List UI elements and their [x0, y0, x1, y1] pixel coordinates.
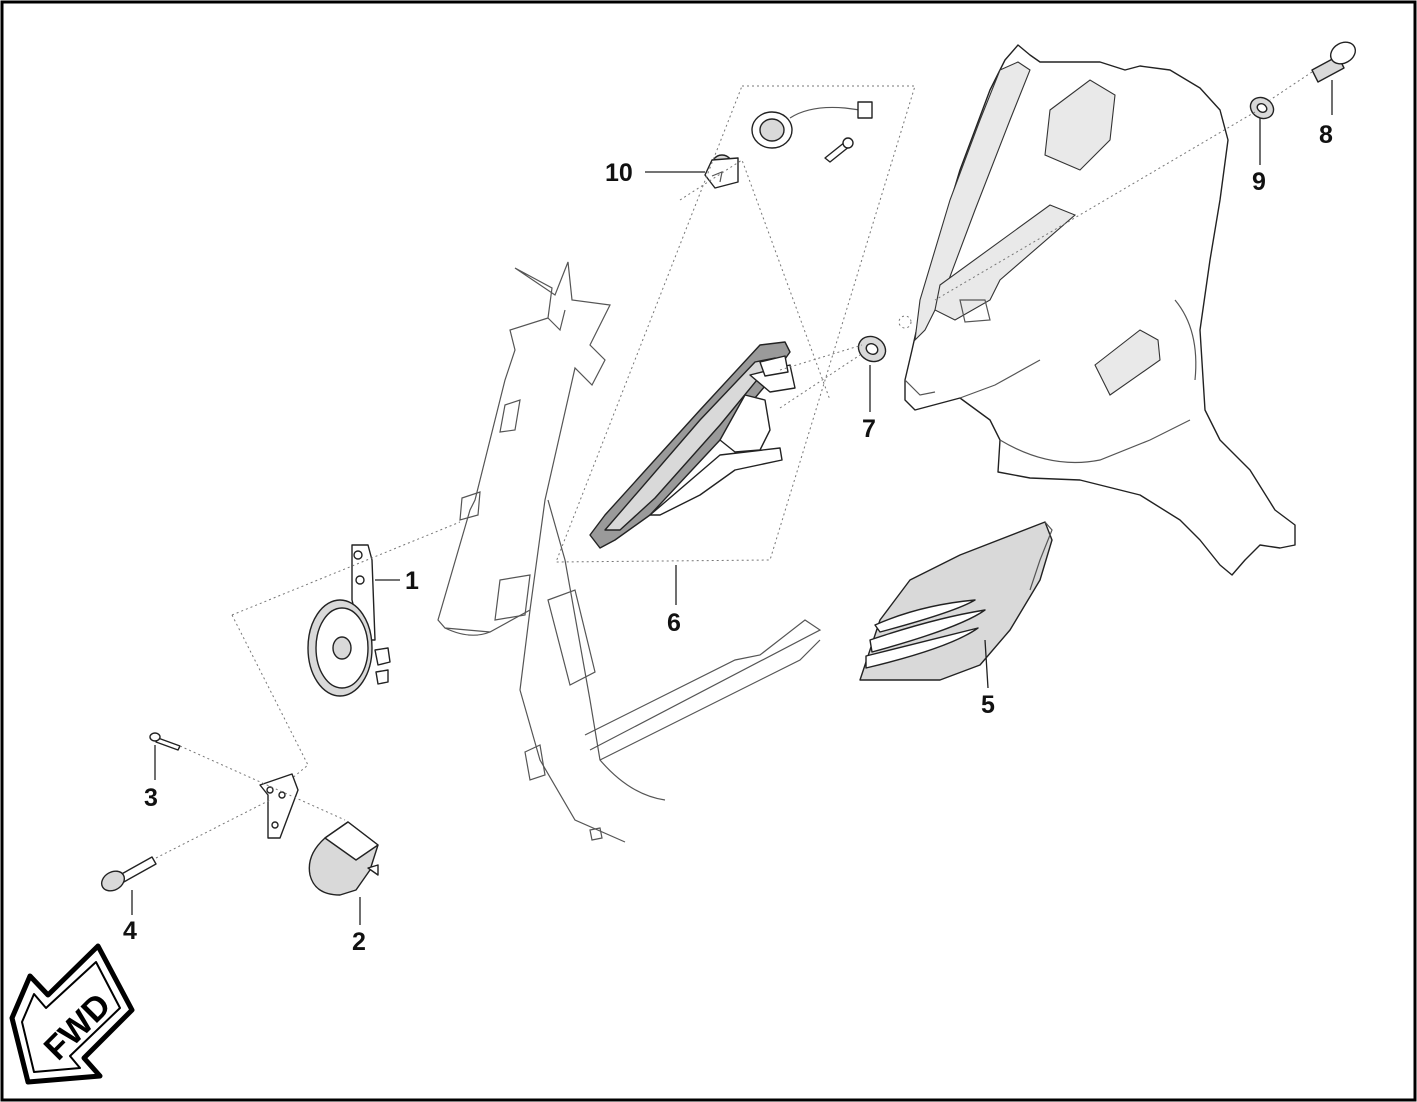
assembly-line-top-bolt — [934, 71, 1313, 301]
bulb-socket — [751, 101, 873, 149]
bolt-top — [1311, 41, 1357, 83]
leg-shield-panel — [904, 44, 1296, 576]
assembly-group-outline — [555, 85, 916, 563]
callout-3: 3 — [144, 784, 158, 812]
callout-4: 4 — [123, 917, 137, 945]
callout-8: 8 — [1319, 121, 1333, 149]
callout-5: 5 — [981, 691, 995, 719]
callout-2: 2 — [352, 928, 366, 956]
bolt-bottom — [100, 856, 157, 892]
callout-1: 1 — [405, 567, 419, 595]
fwd-direction-arrow: FWD — [9, 943, 135, 1085]
grommet — [857, 335, 887, 363]
frame-steering-tube — [437, 261, 822, 843]
assembly-line-screw — [179, 745, 346, 821]
bulb — [704, 154, 739, 189]
socket-screw — [824, 137, 854, 163]
assembly-line-bolt — [155, 799, 271, 859]
mounting-point — [898, 315, 912, 329]
relay — [308, 821, 379, 896]
callout-9: 9 — [1252, 168, 1266, 196]
washer — [1249, 96, 1275, 120]
leader-5 — [984, 639, 989, 689]
horn-bracket — [259, 773, 299, 839]
horn-group-outline — [231, 521, 461, 781]
small-screw — [149, 732, 181, 751]
callout-10: 10 — [605, 159, 633, 187]
assembly-line-grommet — [779, 344, 863, 409]
callout-6: 6 — [667, 609, 681, 637]
front-grille — [859, 521, 1053, 681]
headlight-assembly — [589, 341, 796, 549]
callout-7: 7 — [862, 415, 876, 443]
horn — [307, 544, 391, 697]
